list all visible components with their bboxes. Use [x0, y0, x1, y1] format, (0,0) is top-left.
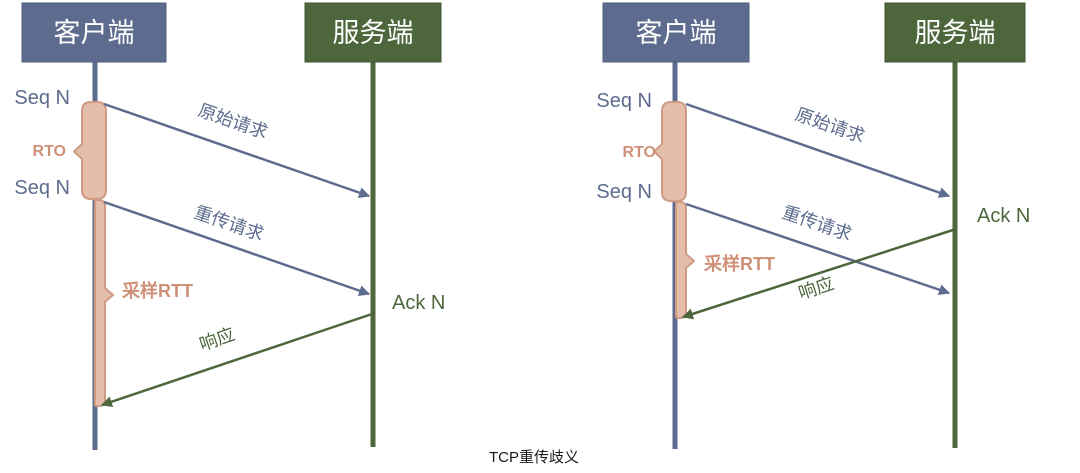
original-request-label: 原始请求: [196, 100, 271, 142]
panel-right: 客户端 服务端 Seq N RTO Seq N 采样RTT Ack N 原始请求…: [596, 2, 1030, 449]
seq-n-first-label: Seq N: [14, 87, 70, 109]
server-header-box: [304, 2, 442, 63]
response-arrow: [681, 228, 954, 320]
rto-duration-bracket: [653, 101, 687, 202]
original-request-arrow: [103, 102, 371, 198]
original-request-arrow: [685, 102, 951, 198]
sample-rtt-label: 采样RTT: [121, 280, 193, 301]
retransmit-request-arrow: [685, 202, 951, 296]
seq-n-first-label: Seq N: [596, 90, 652, 112]
rto-label: RTO: [623, 144, 656, 161]
retransmit-request-label: 重传请求: [780, 202, 855, 244]
server-header-box: [884, 2, 1026, 63]
rto-duration-bracket: [73, 101, 107, 200]
client-header-box: [21, 2, 167, 63]
sample-rtt-bracket: [94, 199, 114, 407]
sample-rtt-label: 采样RTT: [703, 253, 775, 274]
response-label: 响应: [197, 324, 238, 355]
ack-n-label: Ack N: [977, 205, 1030, 227]
rto-label: RTO: [33, 143, 66, 160]
server-header-label: 服务端: [915, 18, 996, 48]
diagram-caption: TCP重传歧义: [489, 449, 579, 466]
response-arrow: [100, 312, 373, 408]
retransmit-request-arrow: [103, 200, 371, 296]
panel-left: 客户端 服务端 Seq N RTO Seq N 采样RTT Ack N 原始请求…: [14, 2, 445, 450]
client-header-label: 客户端: [54, 18, 135, 48]
ack-n-label: Ack N: [392, 292, 445, 314]
seq-n-second-label: Seq N: [14, 177, 70, 199]
server-header-label: 服务端: [333, 18, 414, 48]
sample-rtt-bracket: [675, 201, 695, 319]
original-request-label: 原始请求: [793, 104, 868, 146]
client-header-box: [602, 2, 750, 63]
retransmit-request-label: 重传请求: [192, 202, 267, 244]
seq-n-second-label: Seq N: [596, 181, 652, 203]
client-header-label: 客户端: [636, 18, 717, 48]
